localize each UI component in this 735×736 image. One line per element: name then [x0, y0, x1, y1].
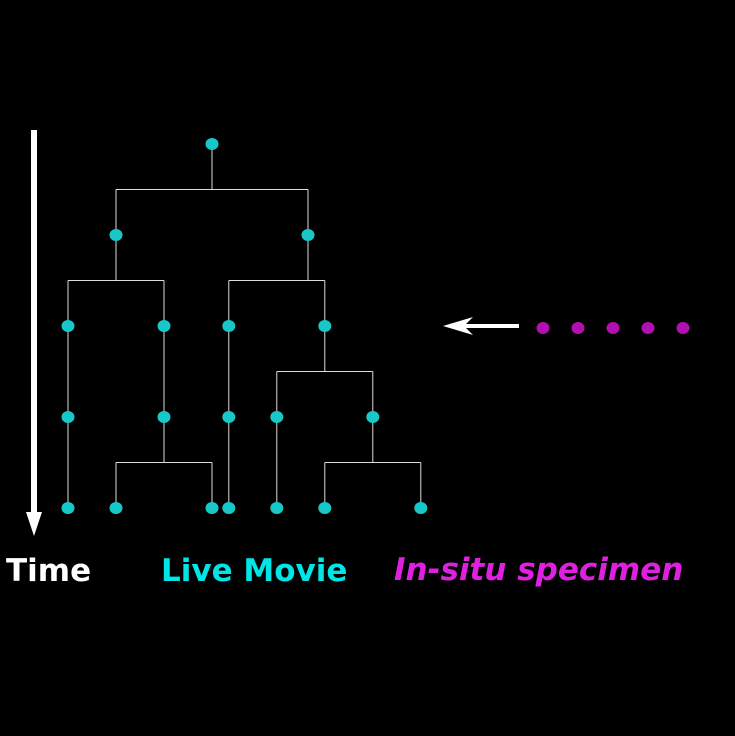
- live-cell-node: [109, 229, 123, 241]
- lineage-branches: [67, 144, 422, 508]
- live-cell-node: [222, 320, 236, 332]
- live-cell-node: [270, 502, 284, 514]
- down-arrow-icon: [26, 130, 42, 536]
- live-cell-node: [61, 502, 75, 514]
- live-cell-node: [222, 411, 236, 423]
- live-cell-node: [318, 320, 332, 332]
- left-arrow-icon: [443, 317, 519, 335]
- live-cell-node: [61, 411, 75, 423]
- live-cell-node: [414, 502, 428, 514]
- in-situ-sample-node: [606, 322, 620, 334]
- in-situ-sample-node: [641, 322, 655, 334]
- live-cell-node: [205, 138, 219, 150]
- in-situ-sample-node: [676, 322, 690, 334]
- lineage-cells: [61, 138, 428, 514]
- live-cell-node: [366, 411, 380, 423]
- live-cell-node: [270, 411, 284, 423]
- live-cell-node: [61, 320, 75, 332]
- in-situ-specimen-label: In-situ specimen: [394, 552, 684, 588]
- in-situ-sample-node: [571, 322, 585, 334]
- live-cell-node: [157, 320, 171, 332]
- live-cell-node: [222, 502, 236, 514]
- live-cell-node: [318, 502, 332, 514]
- in-situ-samples: [536, 322, 690, 334]
- live-cell-node: [205, 502, 219, 514]
- live-movie-label: Live Movie: [161, 553, 348, 589]
- live-cell-node: [157, 411, 171, 423]
- in-situ-sample-node: [536, 322, 550, 334]
- live-cell-node: [109, 502, 123, 514]
- time-label: Time: [6, 553, 92, 589]
- live-cell-node: [301, 229, 315, 241]
